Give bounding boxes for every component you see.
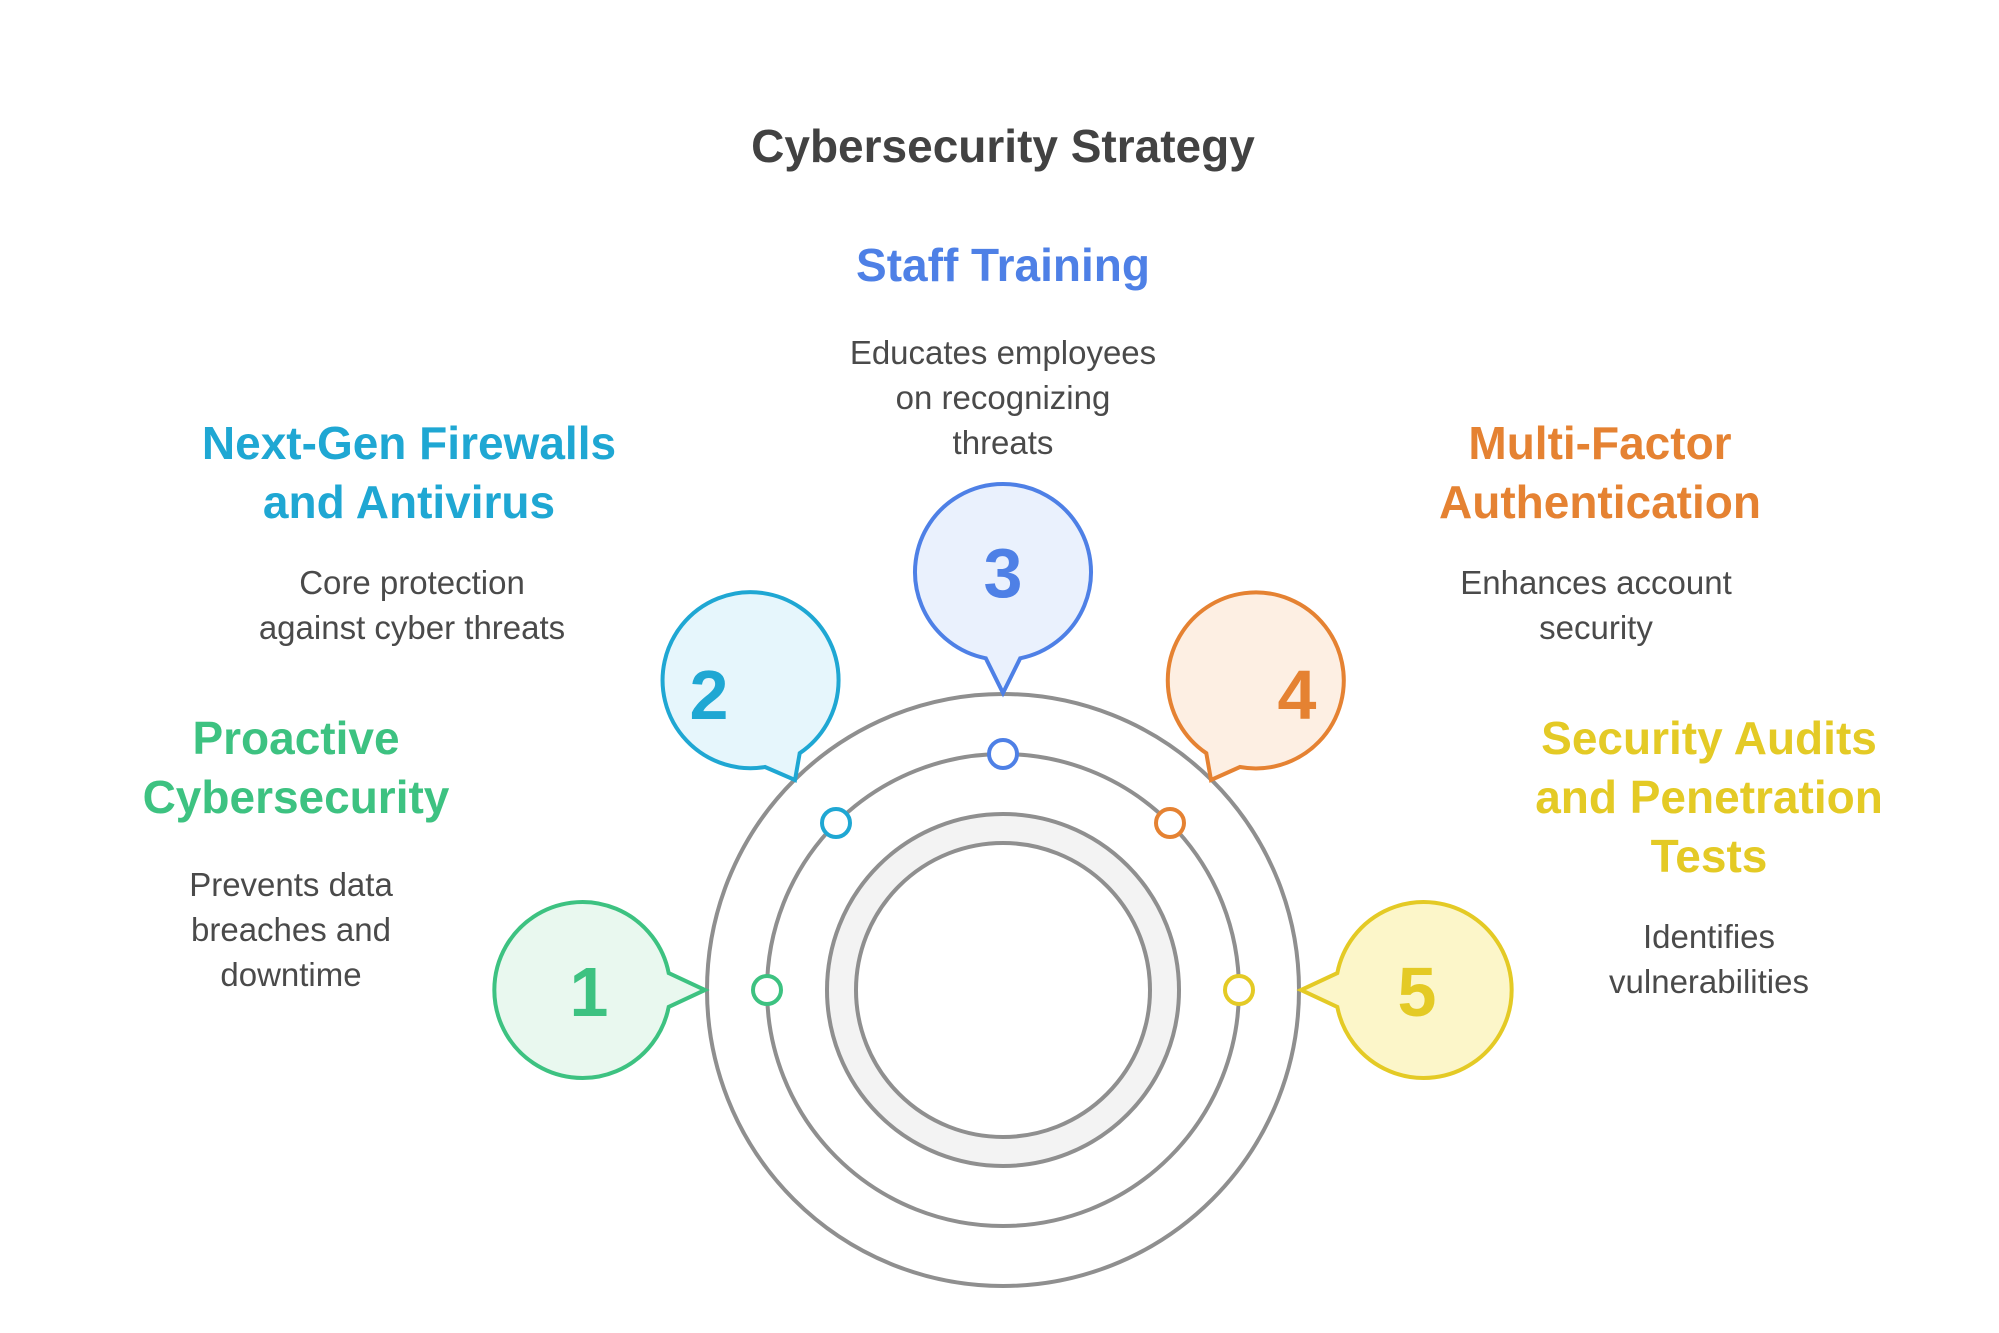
inner-core — [854, 841, 1152, 1139]
step-number-2: 2 — [690, 656, 729, 734]
step-bubble-5 — [1296, 900, 1514, 1080]
step-description-4: Enhances account security — [1460, 564, 1732, 646]
connector-dot-3 — [987, 738, 1019, 770]
step-bubble-1 — [492, 900, 710, 1080]
connector-dot-5 — [1223, 974, 1255, 1006]
step-bubble-3 — [913, 482, 1093, 698]
step-heading-5: Security Audits and Penetration Tests — [1535, 712, 1883, 882]
step-description-1: Prevents data breaches and downtime — [189, 866, 393, 993]
step-heading-3: Staff Training — [856, 239, 1150, 291]
step-heading-1: Proactive Cybersecurity — [142, 712, 450, 823]
step-number-5: 5 — [1398, 953, 1437, 1031]
step-description-2: Core protection against cyber threats — [258, 564, 566, 646]
step-bubble-4 — [1165, 590, 1346, 783]
connector-dot-2 — [820, 807, 852, 839]
connector-dot-1 — [751, 974, 783, 1006]
step-description-5: Identifies vulnerabilities — [1609, 918, 1809, 1000]
diagram-title: Cybersecurity Strategy — [751, 120, 1255, 172]
step-description-3: Educates employees on recognizing threat… — [849, 334, 1157, 461]
connector-dot-4 — [1154, 807, 1186, 839]
step-number-3: 3 — [984, 534, 1023, 612]
step-number-1: 1 — [570, 953, 609, 1031]
step-heading-4: Multi-Factor Authentication — [1439, 417, 1761, 528]
step-bubble-2 — [660, 590, 841, 783]
step-number-4: 4 — [1278, 656, 1317, 734]
step-heading-2: Next-Gen Firewalls and Antivirus — [201, 417, 617, 528]
